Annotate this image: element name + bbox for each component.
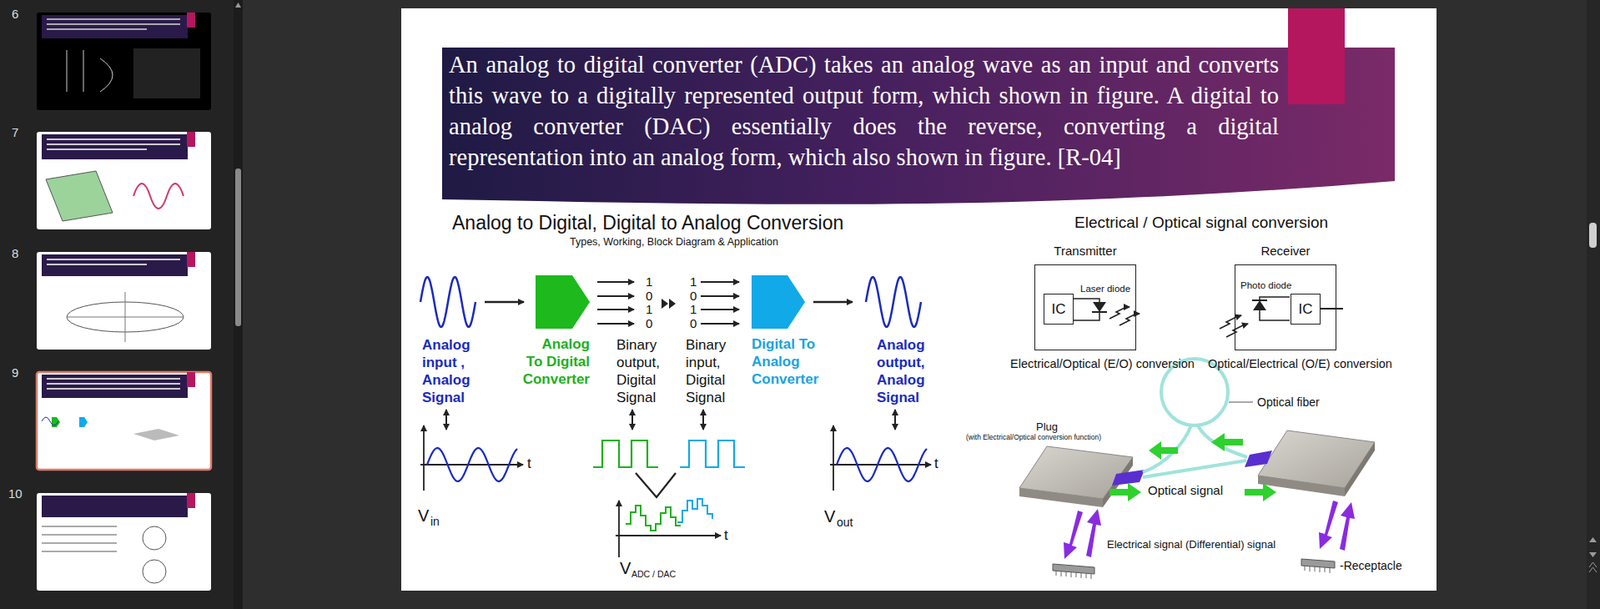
- node-text: Digital To Analog Converter: [751, 335, 819, 388]
- part-label: Plug: [1036, 421, 1058, 434]
- axis-label: t: [527, 455, 532, 473]
- node-text: An analog to digital converter (ADC) tak…: [448, 49, 1279, 173]
- node-subtext: Photo diode: [1240, 280, 1292, 291]
- converter-shape: [751, 275, 806, 329]
- part-note: (with Electrical/Optical conversion func…: [966, 433, 1102, 443]
- node-text: Transmitter: [1035, 243, 1136, 258]
- conversion-caption: Electrical/Optical (E/O) conversion: [1010, 357, 1195, 372]
- conversion-caption: Optical/Electrical (O/E) conversion: [1207, 357, 1393, 372]
- bit-value: 0: [689, 288, 697, 303]
- text-banner: An analog to digital converter (ADC) tak…: [442, 47, 1395, 207]
- node-text: IC: [1044, 301, 1073, 318]
- converter-shape: [535, 275, 590, 329]
- diagram-subheading: Types, Working, Block Diagram & Applicat…: [569, 236, 779, 248]
- voltage-subscript: in: [430, 514, 440, 529]
- bit-value: 0: [645, 288, 653, 303]
- diagram-heading: Analog to Digital, Digital to Analog Con…: [452, 211, 844, 234]
- part-label: Optical fiber: [1257, 395, 1320, 409]
- slide-number: 6: [11, 6, 19, 21]
- adc-block: Analog To Digital Converter: [535, 275, 590, 329]
- node-subtext: Laser diode: [1080, 283, 1131, 294]
- part-label: -Receptacle: [1339, 558, 1403, 573]
- slide-number: 10: [8, 486, 23, 501]
- bit-value: 1: [645, 301, 653, 317]
- ic-chip: IC: [1290, 293, 1321, 325]
- voltage-subscript: out: [836, 515, 853, 529]
- receiver-box: ReceiverPhoto diodeIC: [1234, 264, 1337, 351]
- dac-block: Digital To Analog Converter: [751, 275, 806, 329]
- signal-label: Electrical signal (Differential) signal: [1106, 538, 1276, 552]
- bit-value: 0: [689, 316, 697, 331]
- signal-label: Analog input , Analog Signal: [422, 336, 481, 407]
- bit-value: 1: [645, 274, 653, 289]
- slide-number: 8: [11, 246, 19, 261]
- voltage-symbol: V: [619, 558, 631, 579]
- axis-label: t: [934, 455, 939, 473]
- signal-label: Binary output, Digital Signal: [616, 336, 674, 407]
- diagram-heading: Electrical / Optical signal conversion: [1074, 213, 1329, 232]
- axis-label: t: [724, 527, 729, 544]
- node-text: IC: [1291, 301, 1320, 318]
- transmitter-box: TransmitterLaser diodeIC: [1034, 264, 1137, 351]
- ic-chip: IC: [1043, 293, 1074, 325]
- signal-label: Analog output, Analog Signal: [876, 336, 936, 407]
- voltage-subscript: ADC / DAC: [631, 568, 676, 579]
- bit-value: 0: [645, 316, 653, 331]
- voltage-symbol: V: [417, 506, 429, 526]
- node-text: Receiver: [1235, 243, 1336, 258]
- bit-value: 1: [689, 274, 697, 289]
- signal-label: Optical signal: [1147, 483, 1223, 498]
- voltage-symbol: V: [824, 507, 836, 527]
- slide-number: 9: [11, 365, 19, 380]
- node-text: Analog To Digital Converter: [523, 335, 590, 388]
- signal-label: Binary input, Digital Signal: [685, 336, 743, 407]
- bit-value: 1: [689, 301, 697, 317]
- slide-number: 7: [11, 125, 19, 140]
